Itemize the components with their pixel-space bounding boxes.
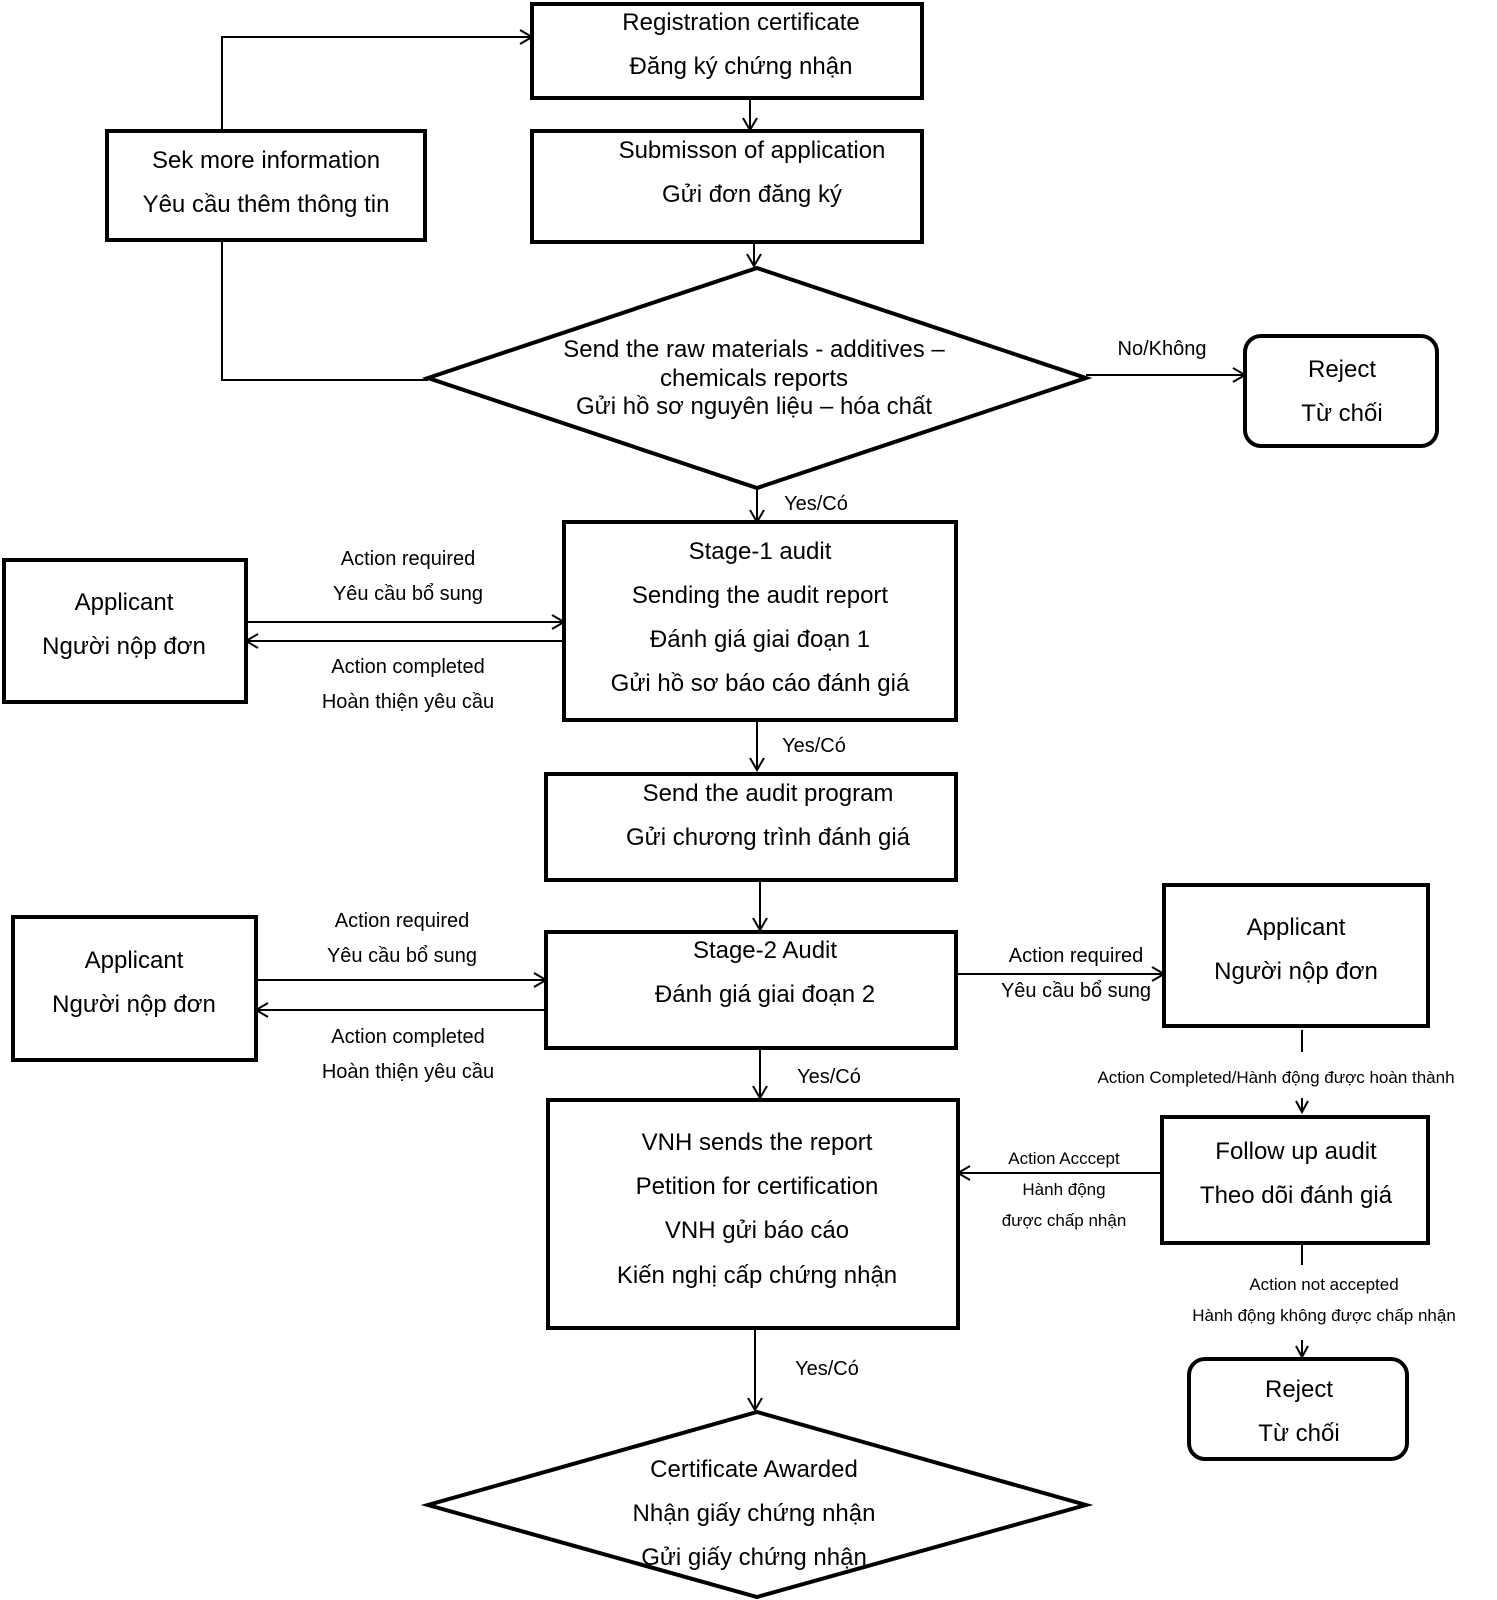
label-yes-1: Yes/Có xyxy=(784,493,848,515)
follow-up-line1: Follow up audit xyxy=(1215,1138,1377,1165)
materials-decision-diamond xyxy=(421,265,1093,491)
arrow-head xyxy=(1295,1100,1309,1115)
seek-info-line1: Sek more information xyxy=(152,147,380,174)
label-s2-right-required-1: Action required xyxy=(1009,945,1144,967)
label-yes-2: Yes/Có xyxy=(782,735,846,757)
certificate-line1: Certificate Awarded xyxy=(650,1456,858,1483)
submission-line1: Submisson of application xyxy=(619,137,886,164)
vnh-line3: VNH gửi báo cáo xyxy=(665,1217,849,1244)
arrow-head xyxy=(746,253,762,268)
arrow-head xyxy=(749,757,765,772)
registration-line2: Đăng ký chứng nhận xyxy=(630,53,853,80)
applicant-1-box xyxy=(2,558,248,704)
follow-up-line2: Theo dõi đánh giá xyxy=(1200,1182,1393,1209)
vnh-line2: Petition for certification xyxy=(636,1173,879,1200)
stage1-line3: Đánh giá giai đoạn 1 xyxy=(650,626,870,653)
label-s2-completed-2: Hoàn thiện yêu cầu xyxy=(322,1061,494,1083)
decision-line2: chemicals reports xyxy=(660,365,848,392)
follow-up-audit-box xyxy=(1160,1115,1430,1245)
label-not-accepted-2: Hành động không được chấp nhận xyxy=(1192,1306,1456,1325)
applicant-1-line2: Người nộp đơn xyxy=(42,633,206,660)
applicant-1-line1: Applicant xyxy=(75,589,174,616)
stage2-line2: Đánh giá giai đoạn 2 xyxy=(655,981,875,1008)
applicant-2-box xyxy=(11,915,258,1062)
audit-program-line2: Gửi chương trình đánh giá xyxy=(626,824,911,851)
label-s1-completed-1: Action completed xyxy=(331,656,484,678)
seek-info-line2: Yêu cầu thêm thông tin xyxy=(143,191,390,218)
decision-line3: Gửi hồ sơ nguyên liệu – hóa chất xyxy=(576,393,932,420)
label-yes-4: Yes/Có xyxy=(795,1358,859,1380)
vnh-line1: VNH sends the report xyxy=(642,1129,873,1156)
submission-line2: Gửi đơn đăng ký xyxy=(662,181,842,208)
label-action-accept-2: Hành động xyxy=(1022,1180,1105,1199)
seek-information-box xyxy=(105,129,427,242)
reject-bottom-line1: Reject xyxy=(1265,1376,1333,1403)
submission-box xyxy=(530,129,924,244)
label-s1-completed-2: Hoàn thiện yêu cầu xyxy=(322,691,494,713)
stage1-line1: Stage-1 audit xyxy=(689,538,832,565)
label-yes-3: Yes/Có xyxy=(797,1066,861,1088)
registration-certificate-box xyxy=(530,2,924,100)
stage1-line4: Gửi hồ sơ báo cáo đánh giá xyxy=(611,670,910,697)
certificate-line2: Nhận giấy chứng nhận xyxy=(633,1500,876,1527)
stage2-line1: Stage-2 Audit xyxy=(693,937,837,964)
registration-line1: Registration certificate xyxy=(622,9,859,36)
vnh-line4: Kiến nghị cấp chứng nhận xyxy=(617,1262,897,1289)
reject-top-line1: Reject xyxy=(1308,356,1376,383)
vnh-report-box xyxy=(546,1098,960,1330)
label-action-accept-3: được chấp nhận xyxy=(1002,1211,1127,1230)
stage1-line2: Sending the audit report xyxy=(632,582,889,609)
stage-2-audit-box xyxy=(544,930,958,1050)
reject-bottom-line2: Từ chối xyxy=(1258,1420,1339,1447)
label-s1-required-1: Action required xyxy=(341,548,476,570)
label-not-accepted-1: Action not accepted xyxy=(1249,1275,1398,1294)
applicant-2-line1: Applicant xyxy=(85,947,184,974)
arrow-head xyxy=(747,1397,763,1412)
label-no-khong: No/Không xyxy=(1118,338,1207,360)
applicant-3-line1: Applicant xyxy=(1247,914,1346,941)
label-s2-required-1: Action required xyxy=(335,910,470,932)
applicant-3-box xyxy=(1162,883,1430,1028)
reject-top-box xyxy=(1243,334,1439,448)
label-action-completed-right: Action Completed/Hành động được hoàn thà… xyxy=(1097,1068,1454,1087)
label-s2-completed-1: Action completed xyxy=(331,1026,484,1048)
applicant-2-line2: Người nộp đơn xyxy=(52,991,216,1018)
audit-program-box xyxy=(544,772,958,882)
audit-program-line1: Send the audit program xyxy=(643,780,894,807)
decision-line1: Send the raw materials - additives – xyxy=(563,336,945,363)
label-action-accept-1: Action Acccept xyxy=(1008,1149,1120,1168)
reject-bottom-box xyxy=(1187,1357,1409,1461)
edge-seekinfo-registration xyxy=(221,36,532,131)
edge-decision-seekinfo xyxy=(221,240,428,381)
label-s1-required-2: Yêu cầu bổ sung xyxy=(333,583,483,605)
applicant-3-line2: Người nộp đơn xyxy=(1214,958,1378,985)
label-s2-right-required-2: Yêu cầu bổ sung xyxy=(1001,980,1151,1002)
reject-top-line2: Từ chối xyxy=(1301,400,1382,427)
certificate-awarded-diamond xyxy=(420,1409,1094,1600)
stage-1-audit-box xyxy=(562,520,958,722)
label-s2-required-2: Yêu cầu bổ sung xyxy=(327,945,477,967)
certificate-line3: Gửi giấy chứng nhận xyxy=(641,1544,867,1571)
